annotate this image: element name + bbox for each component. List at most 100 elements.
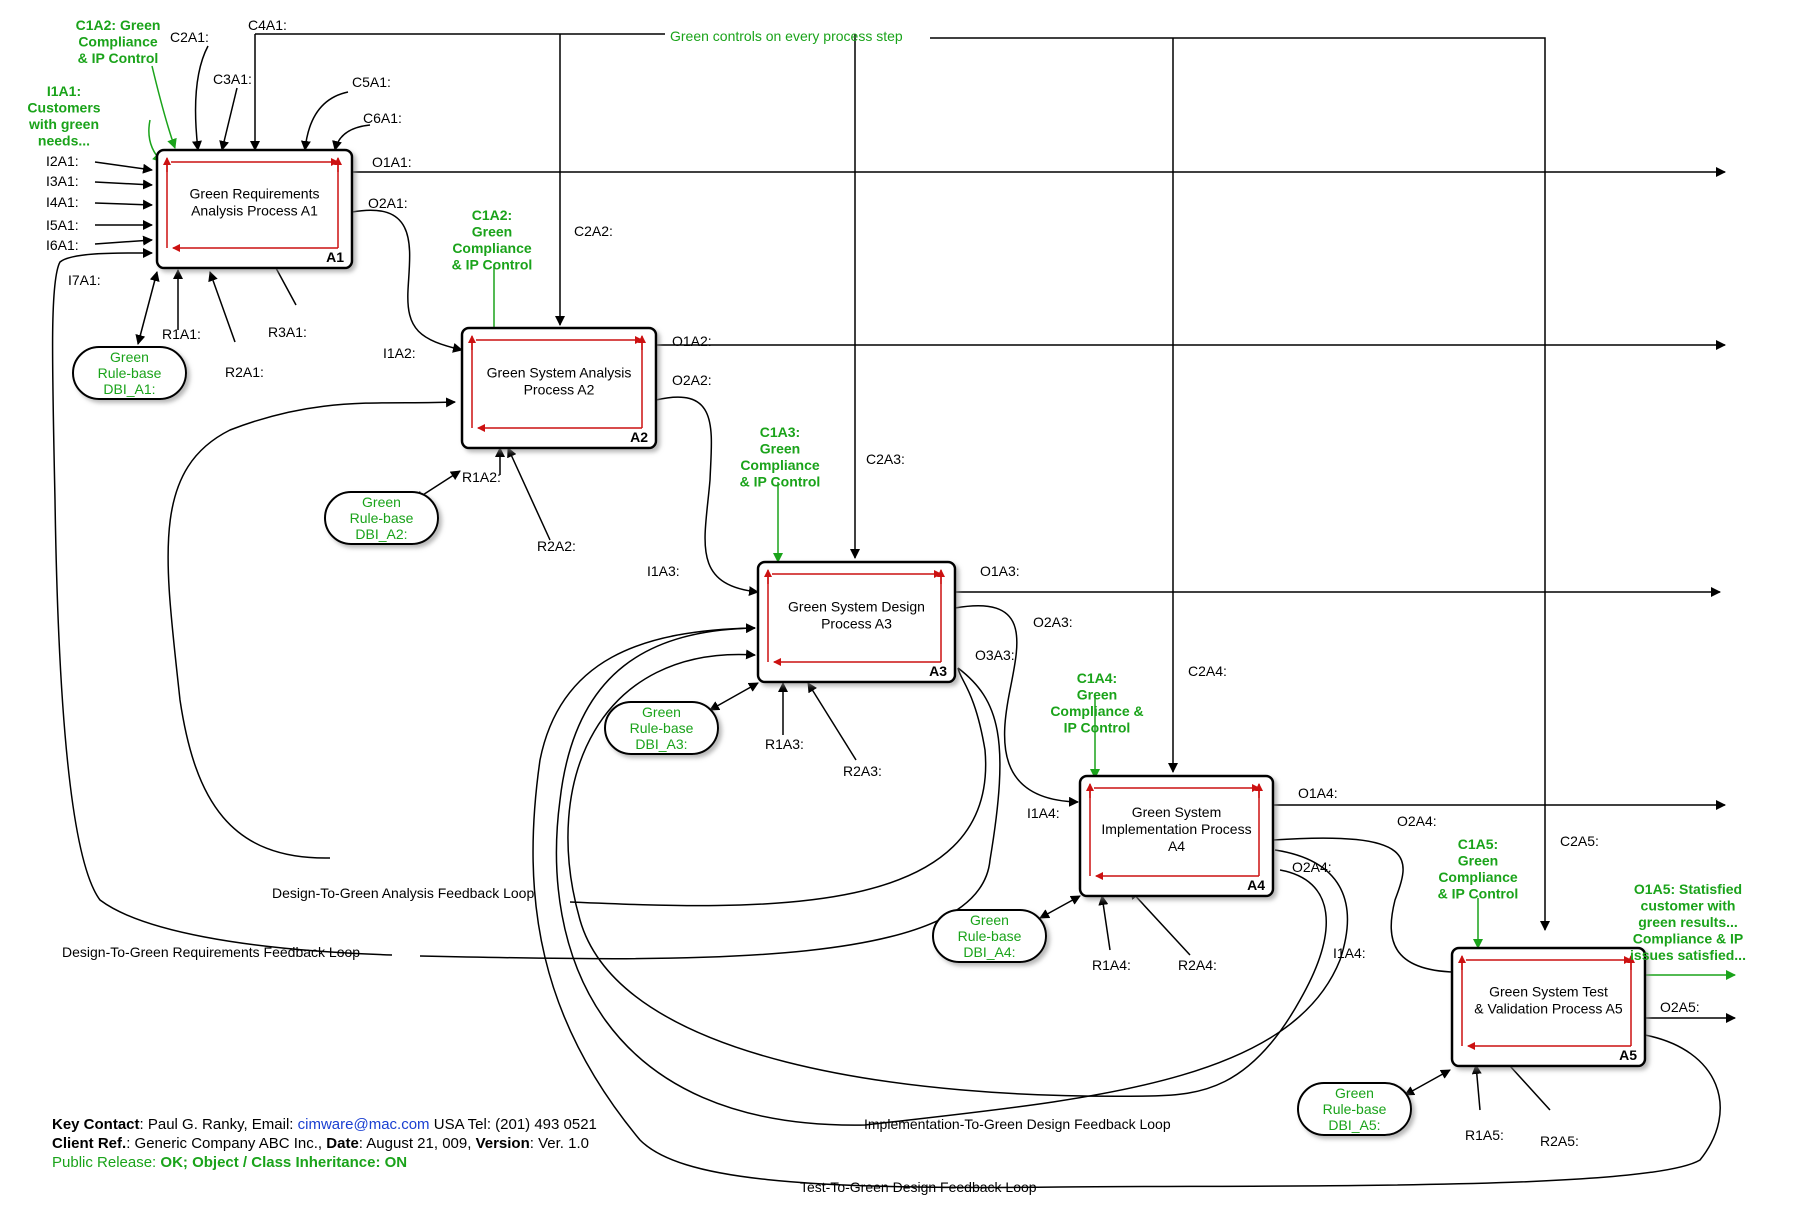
green-label-line: IP Control bbox=[1064, 720, 1131, 736]
telephone: USA Tel: (201) 493 0521 bbox=[429, 1116, 597, 1133]
footer: Key Contact: Paul G. Ranky, Email: cimwa… bbox=[52, 1115, 597, 1172]
box-title-line1: Green System Test bbox=[1489, 984, 1608, 1000]
label-c2a4: C2A4: bbox=[1188, 663, 1227, 679]
rulebase-text-line3: DBI_A5: bbox=[1328, 1117, 1380, 1133]
rulebase-text-line2: Rule-base bbox=[98, 365, 162, 381]
version-value: : Ver. 1.0 bbox=[529, 1135, 589, 1152]
green-label-line: & IP Control bbox=[78, 50, 159, 66]
output-arrows bbox=[352, 167, 1736, 1023]
green-label-line: green results... bbox=[1638, 914, 1738, 930]
green-label-line: I1A1: bbox=[47, 83, 81, 99]
box-id: A3 bbox=[929, 663, 947, 679]
label-c2a3: C2A3: bbox=[866, 451, 905, 467]
green-label-line: C1A2: bbox=[472, 207, 512, 223]
feedback-loops bbox=[51, 247, 1721, 1189]
green-label-line: C1A3: bbox=[760, 424, 800, 440]
label-i4a1: I4A1: bbox=[46, 194, 79, 210]
box-title-line1: Green System bbox=[1132, 804, 1221, 820]
green-label-line: Compliance bbox=[740, 457, 820, 473]
label-c4a1: C4A1: bbox=[248, 17, 287, 33]
rulebase-text-line2: Rule-base bbox=[630, 720, 694, 736]
box-id: A4 bbox=[1247, 877, 1265, 893]
box-title-line3: A4 bbox=[1168, 838, 1185, 854]
label-i5a1: I5A1: bbox=[46, 217, 79, 233]
rulebase-group: GreenRule-baseDBI_A1:GreenRule-baseDBI_A… bbox=[72, 346, 1412, 1136]
label-r2a5: R2A5: bbox=[1540, 1133, 1579, 1149]
green-label-line: Green bbox=[1077, 687, 1117, 703]
process-box-a5[interactable]: Green System Test& Validation Process A5… bbox=[1450, 946, 1647, 1068]
rulebase-text-line1: Green bbox=[642, 704, 681, 720]
rulebase-text-line1: Green bbox=[1335, 1085, 1374, 1101]
label-o1a4: O1A4: bbox=[1298, 785, 1338, 801]
rulebase-text-line2: Rule-base bbox=[1323, 1101, 1387, 1117]
box-title-line1: Green System Design bbox=[788, 599, 925, 615]
green-label-line: Compliance bbox=[452, 240, 532, 256]
loop-labels: Design-To-Green Analysis Feedback Loop D… bbox=[62, 885, 1171, 1195]
box-title-line1: Green System Analysis bbox=[487, 365, 632, 381]
label-o2a2: O2A2: bbox=[672, 372, 712, 388]
label-o1a1: O1A1: bbox=[372, 154, 412, 170]
rulebase-text-line1: Green bbox=[110, 349, 149, 365]
green-label-line: & IP Control bbox=[740, 474, 821, 490]
rulebase-text-line3: DBI_A1: bbox=[103, 381, 155, 397]
rulebase-text-line1: Green bbox=[362, 494, 401, 510]
green-label-line: issues satisfied... bbox=[1630, 947, 1746, 963]
green-label-line: Green bbox=[1458, 853, 1498, 869]
footer-client-ref: Client Ref.: Generic Company ABC Inc., D… bbox=[52, 1134, 597, 1153]
green-label-line: C1A4: bbox=[1077, 670, 1117, 686]
green-label-line: Compliance bbox=[78, 34, 158, 50]
green-label-line: with green bbox=[28, 116, 99, 132]
label-r2a1: R2A1: bbox=[225, 364, 264, 380]
client-label: Client Ref. bbox=[52, 1135, 127, 1152]
label-i7a1: I7A1: bbox=[68, 272, 101, 288]
label-o2a1: O2A1: bbox=[368, 195, 408, 211]
label-r2a3: R2A3: bbox=[843, 763, 882, 779]
control-bus bbox=[250, 33, 1550, 931]
rulebase-text-line3: DBI_A2: bbox=[355, 526, 407, 542]
rulebase-text-line3: DBI_A3: bbox=[635, 736, 687, 752]
label-r1a4: R1A4: bbox=[1092, 957, 1131, 973]
label-o2a3: O2A3: bbox=[1033, 614, 1073, 630]
green-label-line: Compliance bbox=[1438, 869, 1518, 885]
box-frame bbox=[155, 148, 354, 270]
box-frame bbox=[460, 326, 658, 450]
a3-a4-links bbox=[954, 605, 1191, 956]
a2-a3-links bbox=[655, 396, 857, 761]
a1-arrows bbox=[94, 45, 371, 345]
email-link[interactable]: cimware@mac.com bbox=[297, 1116, 430, 1133]
green-label-line: customer with bbox=[1641, 898, 1736, 914]
label-r3a1: R3A1: bbox=[268, 324, 307, 340]
release-label: Public Release: bbox=[52, 1154, 161, 1171]
green-label-line: needs... bbox=[38, 133, 90, 149]
label-r1a2: R1A2: bbox=[462, 469, 501, 485]
rulebase-text-line2: Rule-base bbox=[350, 510, 414, 526]
box-id: A1 bbox=[326, 249, 344, 265]
rulebase-text-line3: DBI_A4: bbox=[963, 944, 1015, 960]
version-label: Version bbox=[475, 1135, 530, 1152]
box-title-line2: Analysis Process A1 bbox=[191, 203, 318, 219]
label-r1a3: R1A3: bbox=[765, 736, 804, 752]
green-label-line: & IP Control bbox=[1438, 886, 1519, 902]
client-value: : Generic Company ABC Inc., bbox=[126, 1135, 327, 1152]
green-label-line: C1A2: Green bbox=[76, 17, 161, 33]
label-i6a1: I6A1: bbox=[46, 237, 79, 253]
release-value: OK; Object / Class Inheritance: ON bbox=[160, 1154, 408, 1171]
rulebase-pill bbox=[932, 909, 1047, 963]
